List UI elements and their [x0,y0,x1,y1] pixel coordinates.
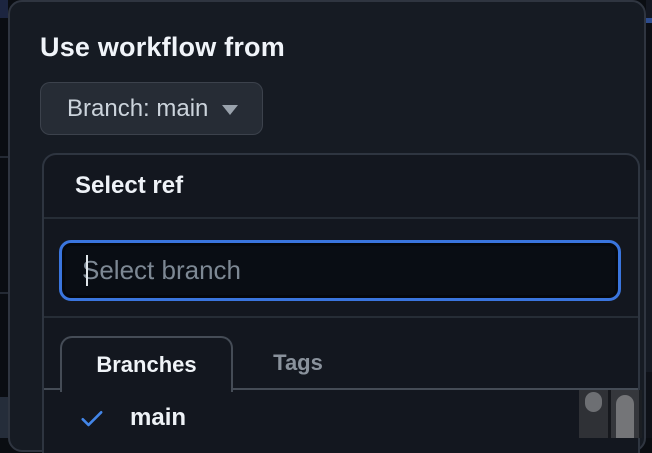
check-icon [81,411,103,427]
text-cursor [86,255,88,286]
page-divider [0,156,8,158]
page-fragment-blue-border [646,18,652,23]
page-background-left [0,0,8,438]
branch-list: main [44,390,638,446]
ref-search-section [44,221,638,318]
page-fragment [646,0,652,18]
ref-panel-header: Select ref [44,155,638,219]
scrollbar-edge-gap [639,390,642,438]
branch-selector-label: Branch: main [67,94,209,122]
ref-type-tabs: Branches Tags [44,318,638,392]
page-fragment [646,170,652,372]
branch-search-input[interactable] [59,240,621,301]
page-background-right [646,0,652,438]
page-fragment [646,372,652,438]
triangle-down-icon [222,105,239,115]
panel-scrollbar-thumb[interactable] [616,395,634,438]
tab-tags[interactable]: Tags [233,336,363,390]
ref-select-panel: Select ref Branches Tags main [42,153,640,453]
branch-list-item-main[interactable]: main [44,390,638,446]
tab-branches-label: Branches [96,352,197,377]
run-workflow-popover: Use workflow from Branch: main Select re… [8,0,646,453]
branch-item-label: main [130,404,187,431]
page-fragment [0,397,8,438]
page-fragment [0,0,8,18]
use-workflow-from-label: Use workflow from [40,32,285,62]
branch-selector-button[interactable]: Branch: main [40,82,263,135]
select-ref-title: Select ref [75,172,184,199]
list-scrollbar-thumb[interactable] [585,392,602,412]
tab-branches[interactable]: Branches [60,336,233,392]
page-divider [0,292,8,294]
tab-tags-label: Tags [273,350,323,375]
scrollbar-divider [608,390,611,438]
